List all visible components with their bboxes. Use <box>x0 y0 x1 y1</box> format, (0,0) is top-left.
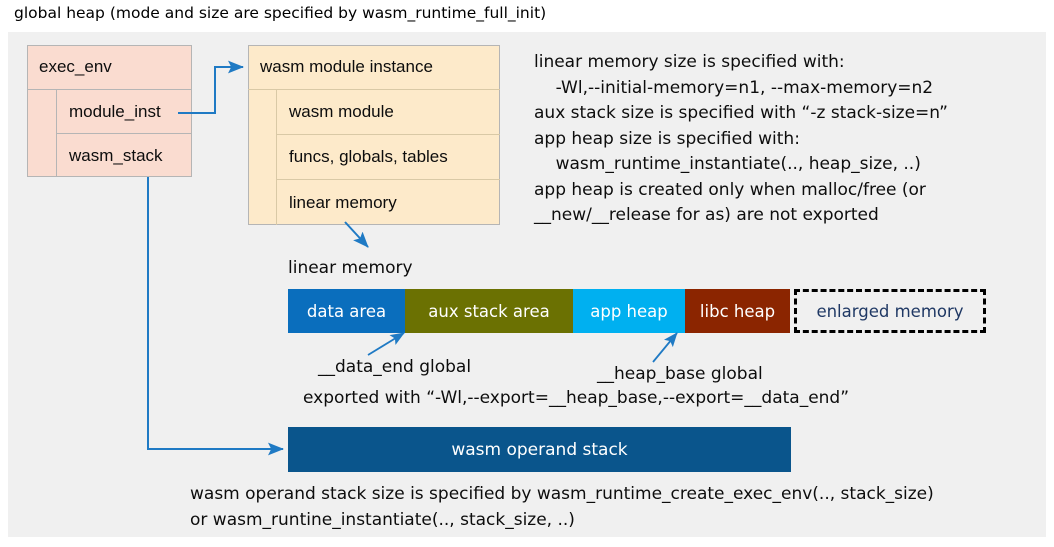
memory-segment-libc-heap: libc heap <box>685 289 790 333</box>
module-instance-row-linear-memory: linear memory <box>276 180 500 225</box>
module-instance-header-label: wasm module instance <box>248 45 500 90</box>
memory-segment-enlarged-memory: enlarged memory <box>794 289 986 333</box>
wasm-operand-stack-box: wasm operand stack <box>288 427 791 472</box>
exec-env-header-label: exec_env <box>27 45 192 90</box>
memory-segment-aux-stack-area: aux stack area <box>405 289 573 333</box>
memory-segment-label: aux stack area <box>428 301 550 321</box>
operand-stack-caption: wasm operand stack size is specified by … <box>190 484 934 530</box>
exec-env-row-module-inst: module_inst <box>56 90 192 134</box>
memory-segment-label: enlarged memory <box>816 301 964 321</box>
linear-memory-bar: data area aux stack area app heap libc heap… <box>288 289 986 333</box>
linear-memory-label: linear memory <box>288 258 413 278</box>
exec-env-box <box>27 45 192 177</box>
exec-env-row-wasm-stack: wasm_stack <box>56 134 192 177</box>
memory-segment-label: libc heap <box>699 301 776 321</box>
annotation-exported-with: exported with “-Wl,--export=__heap_base,… <box>303 388 850 408</box>
memory-config-notes: linear memory size is specified with: -W… <box>534 52 948 225</box>
memory-segment-label: data area <box>306 301 387 321</box>
page-title: global heap (mode and size are specified… <box>14 4 547 22</box>
annotation-data-end: __data_end global <box>318 357 472 377</box>
memory-segment-data-area: data area <box>288 289 405 333</box>
module-instance-row-wasm-module: wasm module <box>276 90 500 135</box>
module-instance-row-funcs-globals-tables: funcs, globals, tables <box>276 135 500 180</box>
annotation-heap-base: __heap_base global <box>597 364 763 384</box>
memory-segment-label: app heap <box>590 301 668 321</box>
memory-segment-app-heap: app heap <box>573 289 685 333</box>
wasm-module-instance-box <box>248 45 500 225</box>
